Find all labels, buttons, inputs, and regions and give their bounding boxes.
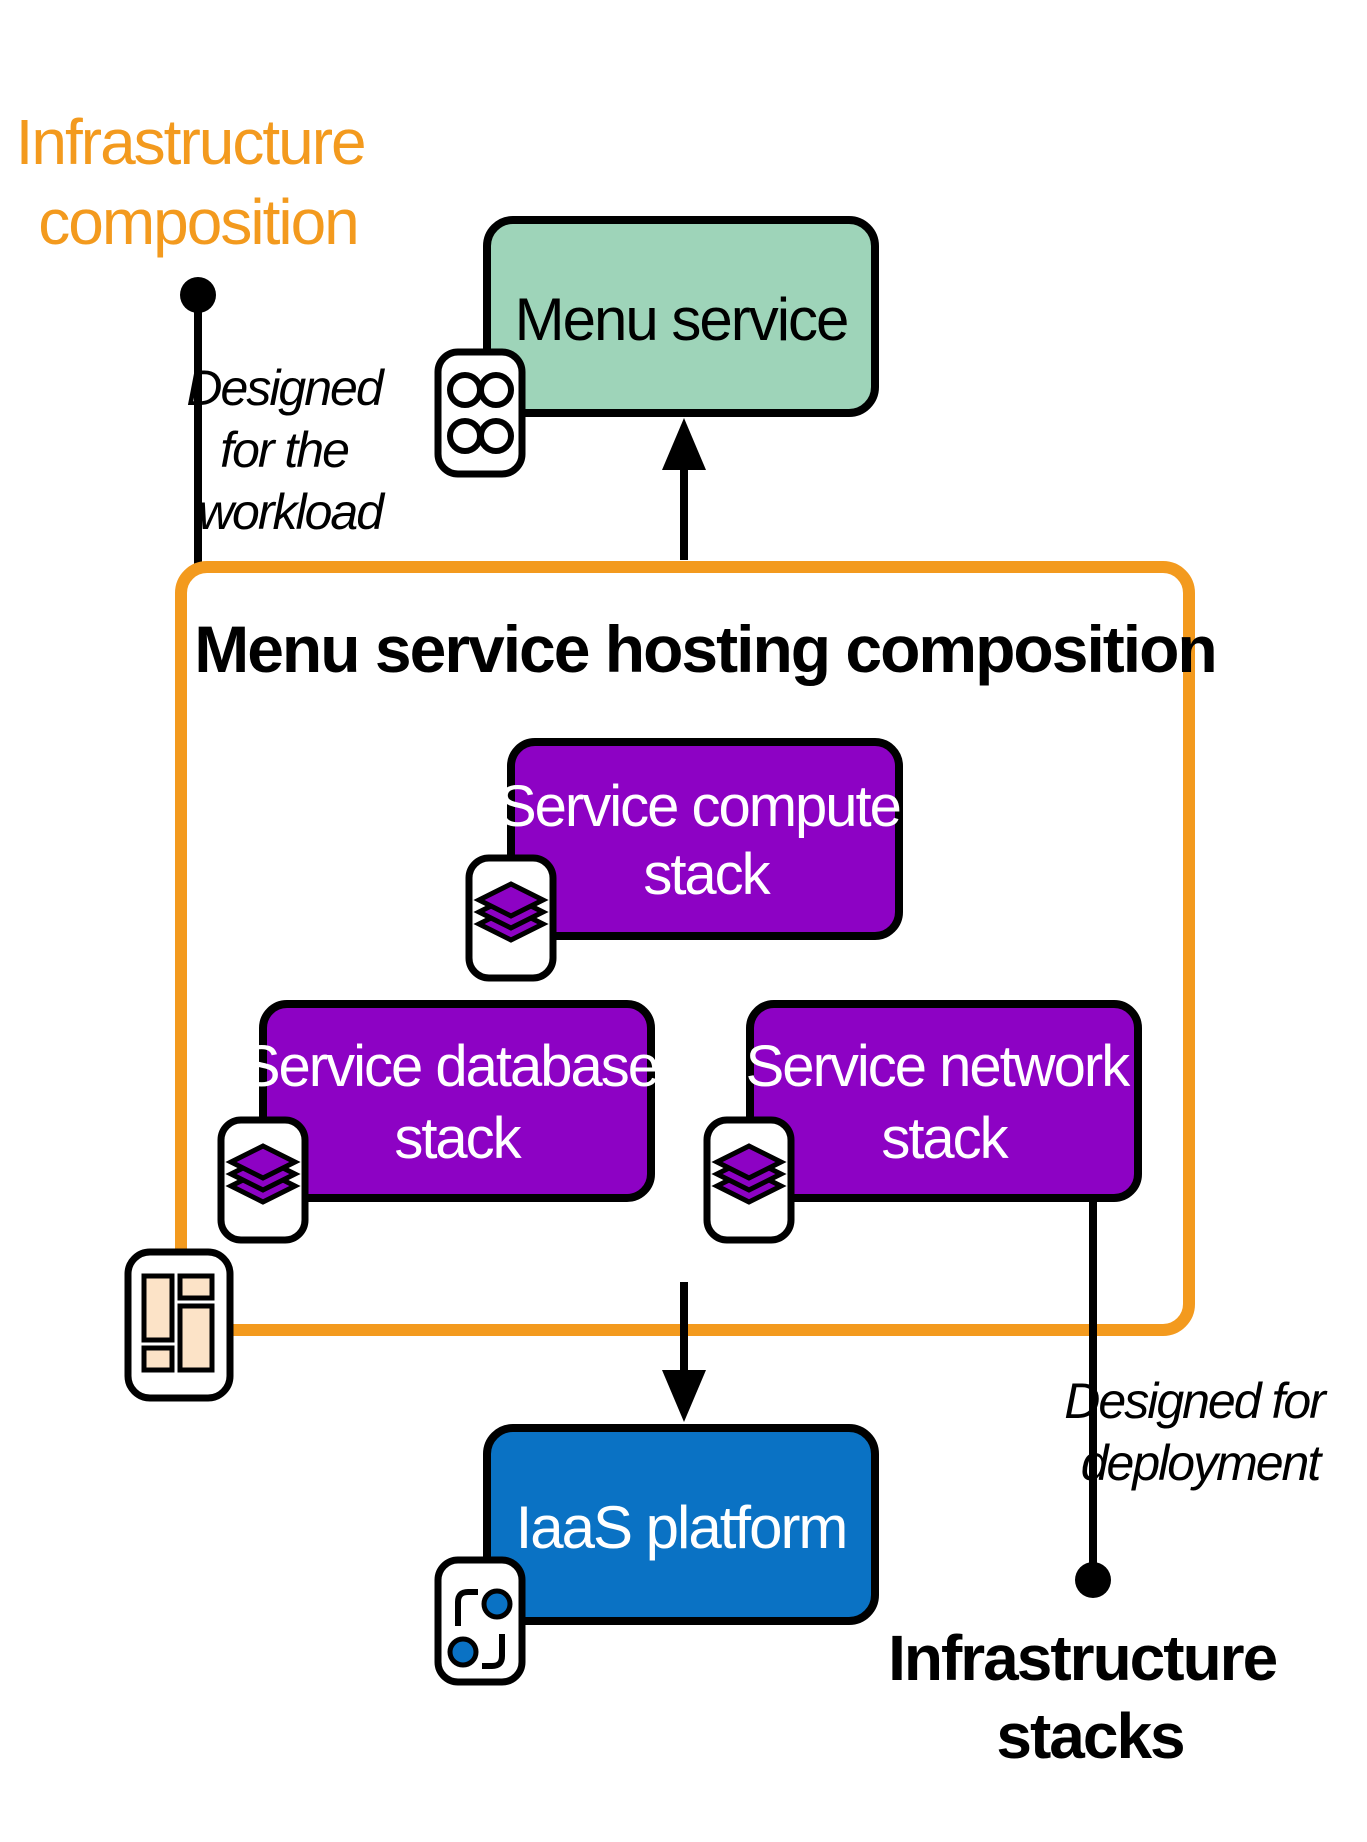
designed-for-workload-line-2: for the (220, 422, 348, 478)
workload-pin-dot (180, 277, 216, 313)
infra-stacks-line-1: Infrastructure (888, 1622, 1277, 1694)
infra-composition-line-2: composition (38, 186, 358, 258)
iaas-platform-label: IaaS platform (516, 1494, 847, 1561)
platform-circles-icon (434, 1556, 526, 1686)
infra-composition-line-1: Infrastructure (16, 106, 365, 178)
compute-stack-label: Service compute stack (498, 774, 914, 907)
composition-panels-icon (124, 1248, 234, 1402)
stack-layers-icon (217, 1116, 309, 1244)
iaas-platform-box: IaaS platform (483, 1424, 879, 1625)
infra-composition-label: Infrastructure composition (16, 106, 381, 258)
designed-for-deployment-line-2: deployment (1081, 1435, 1324, 1491)
compute-stack-line-1: Service compute (498, 774, 900, 839)
designed-for-deployment-line-1: Designed for (1064, 1373, 1328, 1429)
hosting-composition-title: Menu service hosting composition (194, 612, 1216, 686)
menu-service-label: Menu service (515, 286, 848, 353)
compute-stack-line-2: stack (643, 842, 771, 907)
network-stack-label: Service network stack (746, 1034, 1143, 1171)
database-stack-label: Service database stack (242, 1034, 672, 1171)
arrow-to-menu-service-head (662, 418, 706, 470)
grid-four-circles-icon (434, 348, 526, 478)
designed-for-deployment: Designed for deployment (1064, 1373, 1335, 1491)
stack-layers-icon (465, 854, 557, 982)
infra-stacks-line-2: stacks (996, 1700, 1183, 1772)
network-stack-box: Service network stack (746, 1000, 1143, 1202)
menu-service-box: Menu service (483, 216, 879, 417)
database-stack-line-2: stack (394, 1106, 522, 1171)
compute-stack-box: Service compute stack (498, 738, 914, 940)
database-stack-line-1: Service database (242, 1034, 658, 1099)
infra-stacks-label: Infrastructure stacks (888, 1622, 1292, 1772)
network-stack-line-1: Service network (746, 1034, 1132, 1099)
database-stack-box: Service database stack (242, 1000, 672, 1202)
designed-for-workload-line-3: workload (198, 484, 386, 540)
stack-layers-icon (703, 1116, 795, 1244)
arrow-to-iaas-head (662, 1370, 706, 1422)
designed-for-workload: Designed for the workload (186, 360, 393, 540)
network-stack-line-2: stack (881, 1106, 1009, 1171)
deployment-pin-dot (1075, 1562, 1111, 1598)
designed-for-workload-line-1: Designed (186, 360, 385, 416)
